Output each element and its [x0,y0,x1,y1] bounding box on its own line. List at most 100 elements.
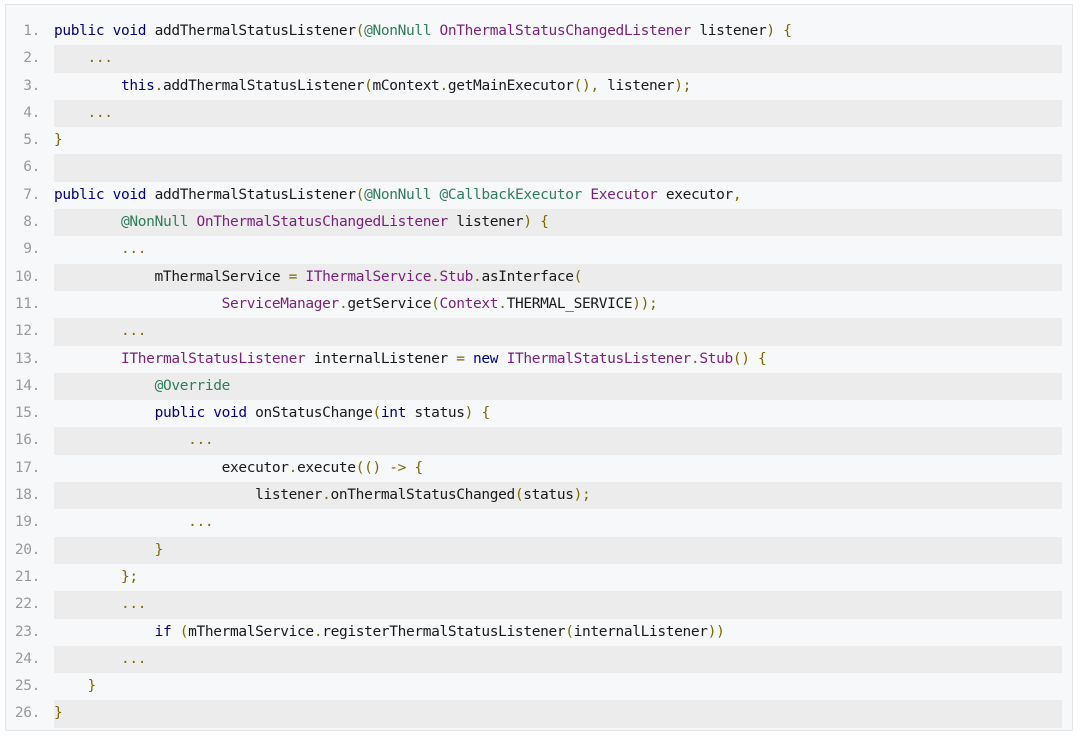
code-token: ... [121,596,147,613]
code-line: 7.public void addThermalStatusListener(@… [6,182,1072,209]
code-line: 3. this.addThermalStatusListener(mContex… [6,73,1072,100]
code-line: 5.} [6,127,1072,154]
code-token: ); [674,77,691,94]
code-token: . [690,350,700,367]
code-token: asInterface [481,268,574,285]
code-token: . [154,77,164,94]
code-token [532,214,540,230]
code-token [104,187,112,203]
code-line: 10. mThermalService = IThermalService.St… [6,263,1072,292]
code-token: void [112,186,147,203]
code-token [54,678,88,694]
code-token: { [758,350,767,367]
code-line: 9. ... [6,236,1072,263]
line-number: 16. [14,432,40,449]
code-token: executor [657,186,733,203]
line-number: 9. [23,241,40,258]
code-token: ( [573,268,583,285]
line-number: 21. [14,568,40,585]
line-number: 5. [23,132,40,149]
line-code: ... [54,646,146,673]
line-code: listener.onThermalStatusChanged(status); [54,482,591,509]
code-token [54,432,188,448]
code-token: ... [188,432,214,449]
code-token: ) [523,214,532,231]
code-token [205,405,213,421]
code-token: mThermalService [188,623,314,640]
code-token: ... [121,241,147,258]
code-token: . [498,295,507,312]
code-token: registerThermalStatusListener [322,623,566,640]
code-token: onThermalStatusChanged [330,487,516,504]
code-token: (), [573,77,599,94]
code-token: new [473,350,499,367]
code-token: } [87,678,97,695]
line-number: 23. [14,623,40,640]
code-token: listener [54,487,323,504]
code-token [54,323,121,339]
code-token [54,214,121,230]
line-code: } [54,700,63,727]
code-line: 20. } [6,536,1072,565]
code-token: executor [54,459,289,476]
line-number: 12. [14,323,40,340]
code-token: listener [598,77,675,94]
code-token: int [380,405,406,422]
code-token [775,23,783,39]
line-number: 19. [14,514,40,531]
code-line: 6. [6,154,1072,183]
code-token: ( [431,295,440,312]
code-line: 21. }; [6,564,1072,591]
line-code: ... [54,318,146,345]
code-token: ( [179,623,189,640]
line-code: if (mThermalService.registerThermalStatu… [54,619,725,646]
line-number: 4. [23,104,40,121]
line-code: public void onStatusChange(int status) { [54,400,491,427]
code-token: status [406,405,465,422]
code-token: Stub [699,350,733,367]
line-number: 3. [23,77,40,94]
line-code: ... [54,100,113,127]
code-token [54,241,121,257]
code-token [498,351,506,367]
code-token: execute [297,459,356,476]
code-token: listener [690,23,767,39]
code-token: public [54,186,105,203]
code-token: = [288,268,298,285]
code-token [381,460,389,476]
code-token: internalListener [305,350,457,367]
code-line: 12. ... [6,318,1072,346]
code-token: public [54,23,105,39]
code-token: . [322,487,331,504]
code-line: 15. public void onStatusChange(int statu… [6,400,1072,427]
code-token: ( [355,23,365,39]
code-line: 24. ... [6,645,1072,674]
code-token: ( [565,623,574,640]
line-number: 2. [23,50,40,67]
code-token: () [732,350,750,367]
code-token: Executor [590,186,658,203]
line-number: 6. [23,159,40,176]
code-token: } [154,541,164,558]
line-number: 10. [14,268,40,285]
line-code: ... [54,427,213,454]
line-number: 25. [14,678,40,695]
line-code: this.addThermalStatusListener(mContext.g… [54,73,691,100]
code-token [171,624,179,640]
code-token: OnThermalStatusChangedListener [196,214,448,231]
code-token: Context [439,295,499,312]
code-token: OnThermalStatusChangedListener [439,23,692,39]
code-token: { [783,23,792,39]
code-token [54,105,88,121]
code-token: mThermalService [54,268,289,285]
line-number: 11. [14,295,40,312]
code-token: internalListener [573,623,708,640]
code-token: ( [372,405,381,422]
code-token: ... [87,104,113,121]
code-token: onStatusChange [246,405,373,422]
line-number: 26. [14,705,40,722]
code-token: ... [188,514,214,531]
code-token [54,351,121,367]
line-code: } [54,127,63,154]
code-token [54,78,121,94]
